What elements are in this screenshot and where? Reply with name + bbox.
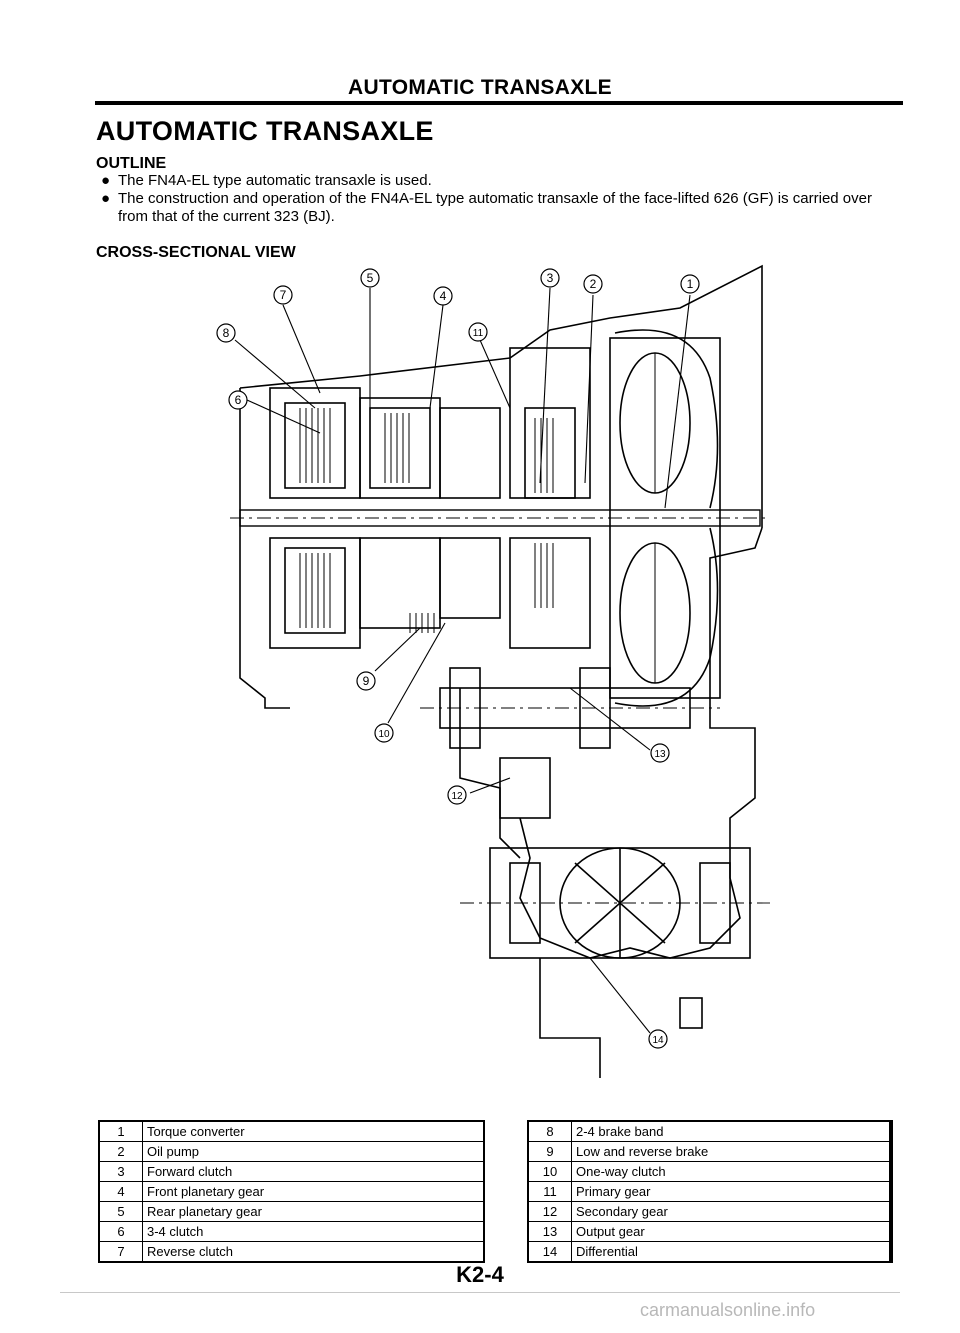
callout-4: 4 [433,286,453,306]
part-number: 6 [98,1221,143,1242]
svg-text:14: 14 [652,1035,664,1046]
callout-14: 14 [648,1029,668,1049]
callout-13: 13 [650,743,670,763]
svg-text:4: 4 [440,289,447,303]
part-name: 3-4 clutch [142,1221,485,1242]
part-number: 10 [527,1161,572,1182]
part-name: Forward clutch [142,1161,485,1182]
callout-10: 10 [374,723,394,743]
svg-text:7: 7 [280,288,287,302]
part-number: 4 [98,1181,143,1202]
header-rule [95,101,903,105]
svg-text:6: 6 [235,393,242,407]
part-name: Torque converter [142,1120,485,1142]
part-name: Secondary gear [571,1201,892,1222]
part-name: Rear planetary gear [142,1201,485,1222]
callout-12: 12 [447,785,467,805]
outline-bullet-text: The construction and operation of the FN… [118,190,872,225]
part-name: Differential [571,1241,892,1263]
part-name: Low and reverse brake [571,1141,892,1162]
part-number: 8 [527,1120,572,1142]
svg-text:11: 11 [473,328,484,339]
bullet-dot-icon: ● [101,172,111,189]
callout-9: 9 [356,671,376,691]
part-number: 2 [98,1141,143,1162]
outline-bullet: ● The construction and operation of the F… [98,190,898,226]
part-number: 13 [527,1221,572,1242]
part-number: 11 [527,1181,572,1202]
part-name: One-way clutch [571,1161,892,1182]
svg-text:3: 3 [547,271,554,285]
callout-3: 3 [540,268,560,288]
svg-text:9: 9 [363,674,370,688]
svg-text:5: 5 [367,271,374,285]
part-number: 7 [98,1241,143,1263]
part-name: Output gear [571,1221,892,1242]
svg-text:13: 13 [654,749,666,760]
svg-text:1: 1 [687,277,694,291]
running-header: AUTOMATIC TRANSAXLE [348,76,612,99]
cross-section-diagram: 1 2 3 4 5 6 7 8 9 10 11 12 [216,264,770,1078]
svg-text:10: 10 [378,729,390,740]
part-number: 5 [98,1201,143,1222]
footer-rule [60,1292,900,1293]
svg-text:8: 8 [223,326,230,340]
part-name: Front planetary gear [142,1181,485,1202]
callout-2: 2 [583,274,603,294]
bullet-dot-icon: ● [101,190,111,207]
part-number: 1 [98,1120,143,1142]
part-name: Primary gear [571,1181,892,1202]
part-number: 12 [527,1201,572,1222]
svg-text:12: 12 [451,791,463,802]
page-number: K2-4 [456,1262,504,1287]
watermark: carmanualsonline.info [640,1300,816,1320]
outline-heading: OUTLINE [96,155,167,172]
svg-text:2: 2 [590,277,597,291]
callout-1: 1 [680,274,700,294]
cross-section-heading: CROSS-SECTIONAL VIEW [96,244,296,261]
part-number: 9 [527,1141,572,1162]
outline-bullet: ● The FN4A-EL type automatic transaxle is… [98,172,898,190]
part-number: 3 [98,1161,143,1182]
part-number: 14 [527,1241,572,1263]
outline-bullet-text: The FN4A-EL type automatic transaxle is … [118,172,432,189]
section-title: AUTOMATIC TRANSAXLE [96,116,434,146]
callout-8: 8 [216,323,236,343]
part-name: Oil pump [142,1141,485,1162]
callout-11: 11 [468,322,488,342]
callout-5: 5 [360,268,380,288]
outline-list: ● The FN4A-EL type automatic transaxle is… [98,172,898,226]
part-name: 2-4 brake band [571,1120,892,1142]
callout-7: 7 [273,285,293,305]
callout-6: 6 [228,390,248,410]
part-name: Reverse clutch [142,1241,485,1263]
